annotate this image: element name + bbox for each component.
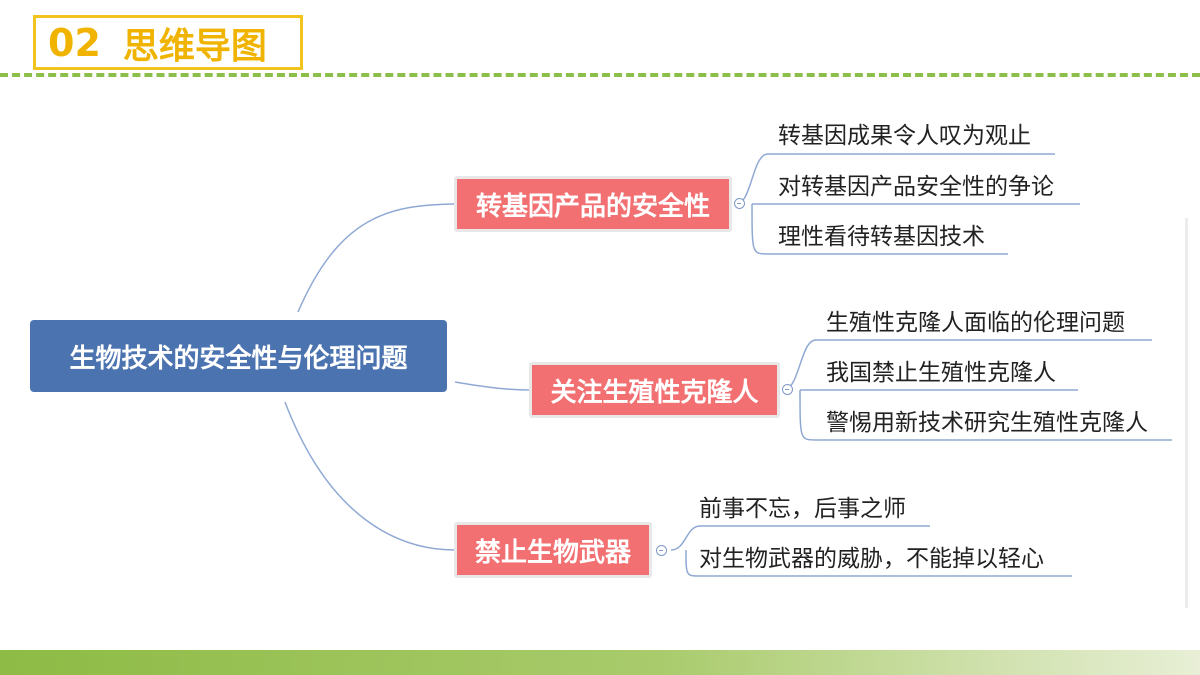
leaf-item: 理性看待转基因技术 [778,224,985,250]
right-edge-line [1185,218,1188,608]
collapse-toggle-icon[interactable] [734,198,745,209]
connector-branch-3 [670,525,1072,577]
leaf-item: 我国禁止生殖性克隆人 [826,360,1056,386]
mindmap-root-node: 生物技术的安全性与伦理问题 [30,320,447,392]
connector-root-branch-3 [284,401,456,551]
leaf-item: 前事不忘，后事之师 [699,496,906,522]
leaf-item: 转基因成果令人叹为观止 [778,123,1031,149]
collapse-toggle-icon[interactable] [656,545,667,556]
header-divider [0,73,1200,77]
leaf-item: 对生物武器的威胁，不能掉以轻心 [699,546,1044,572]
section-number: 02 [48,20,101,65]
leaf-item: 对转基因产品安全性的争论 [778,174,1054,200]
branch-node-transgenic: 转基因产品的安全性 [454,176,732,232]
footer-gradient-bar [0,650,1200,675]
leaf-item: 生殖性克隆人面临的伦理问题 [826,310,1125,336]
leaf-item: 警惕用新技术研究生殖性克隆人 [826,410,1148,436]
collapse-toggle-icon[interactable] [782,384,793,395]
connector-root-branch-2 [454,381,531,391]
section-title-box: 02 思维导图 [33,15,303,70]
connector-root-branch-1 [297,203,456,313]
branch-node-cloning: 关注生殖性克隆人 [529,362,780,418]
section-title: 思维导图 [122,25,267,67]
branch-node-bioweapons: 禁止生物武器 [454,522,652,578]
